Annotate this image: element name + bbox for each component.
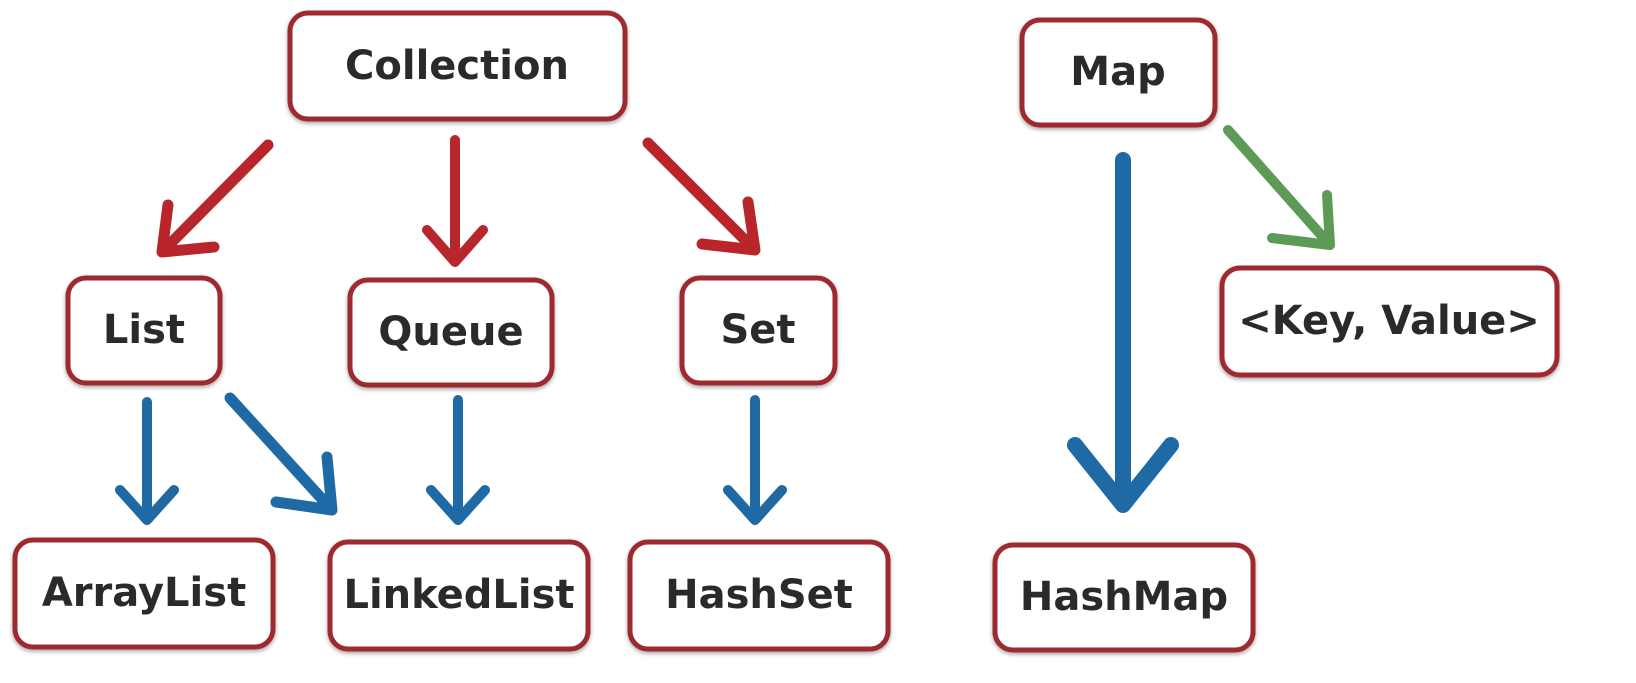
edge-list-to-linkedlist bbox=[224, 392, 338, 516]
arrow-blue-icon bbox=[1067, 152, 1179, 513]
node-queue: Queue bbox=[347, 277, 555, 388]
node-label-hashmap: HashMap bbox=[1020, 574, 1228, 620]
node-list: List bbox=[65, 275, 223, 386]
node-label-set: Set bbox=[720, 307, 795, 353]
node-label-queue: Queue bbox=[378, 309, 523, 355]
edge-collection-to-list bbox=[156, 139, 274, 258]
node-label-hashset: HashSet bbox=[665, 572, 853, 618]
edge-map-to-hashmap bbox=[1067, 152, 1179, 513]
edge-collection-to-queue bbox=[422, 135, 488, 267]
node-map: Map bbox=[1019, 17, 1218, 128]
edge-list-to-arraylist bbox=[115, 397, 179, 525]
node-hashset: HashSet bbox=[627, 539, 891, 652]
node-label-key-value: <Key, Value> bbox=[1238, 298, 1540, 344]
node-arraylist: ArrayList bbox=[12, 537, 276, 650]
arrow-green-icon bbox=[1223, 125, 1335, 250]
node-label-map: Map bbox=[1070, 49, 1165, 95]
arrow-red-icon bbox=[422, 135, 488, 267]
edge-collection-to-set bbox=[642, 137, 761, 256]
node-label-linkedlist: LinkedList bbox=[343, 572, 574, 618]
node-set: Set bbox=[679, 275, 838, 386]
arrow-red-icon bbox=[642, 137, 761, 256]
node-collection: Collection bbox=[287, 10, 628, 122]
node-hashmap: HashMap bbox=[992, 542, 1256, 653]
node-label-collection: Collection bbox=[345, 43, 569, 89]
arrow-blue-icon bbox=[426, 395, 490, 525]
edge-queue-to-linkedlist bbox=[426, 395, 490, 525]
arrow-blue-icon bbox=[224, 392, 338, 516]
node-label-list: List bbox=[103, 307, 185, 353]
node-linkedlist: LinkedList bbox=[327, 539, 591, 652]
node-label-arraylist: ArrayList bbox=[42, 570, 246, 616]
node-key-value: <Key, Value> bbox=[1219, 265, 1560, 378]
arrow-red-icon bbox=[156, 139, 274, 258]
arrow-blue-icon bbox=[115, 397, 179, 525]
arrow-blue-icon bbox=[723, 395, 787, 525]
edge-map-to-key-value bbox=[1223, 125, 1335, 250]
edge-set-to-hashset bbox=[723, 395, 787, 525]
